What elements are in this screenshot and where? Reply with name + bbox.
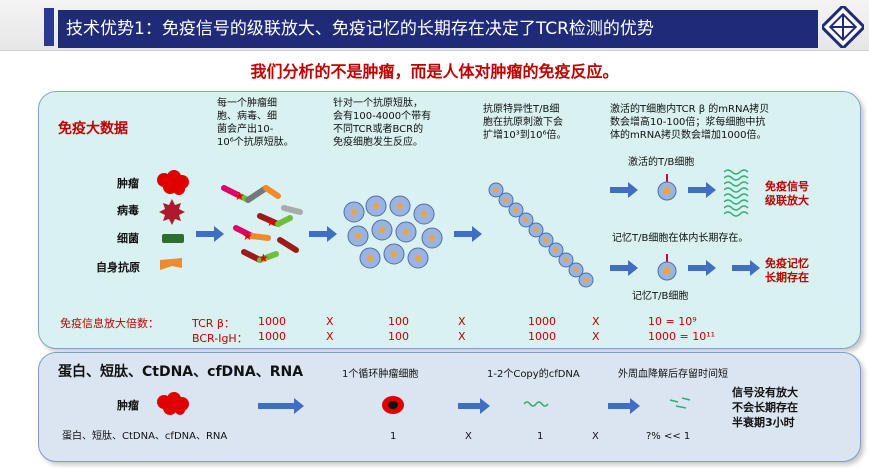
x-mark: X [326,330,334,343]
expanded-cells [488,182,594,288]
subtitle: 我们分析的不是肿瘤，而是人体对肿瘤的免疫反应。 [250,62,619,81]
x-mark: X [465,431,472,442]
arrow-icon [610,182,638,198]
step2-text: 针对一个抗原短肽，会有100-4000个带有不同TCR或者BCR的免疫细胞发生反… [333,98,432,148]
row-tcr-name: TCR β： [192,317,235,330]
page-title: 技术优势1：免疫信号的级联放大、免疫记忆的长期存在决定了TCR检测的优势 [58,10,818,48]
source-bacteria-label: 细菌 [117,232,139,245]
bacteria-icon [162,234,184,243]
ctc-label: 1个循环肿瘤细胞 [342,369,419,380]
tumor-icon [157,392,189,415]
cfdna-label: 1-2个Copy的cfDNA [487,369,580,380]
dna-heading: 蛋白、短肽、CtDNA、cfDNA、RNA [58,364,304,380]
arrow-icon [258,398,304,414]
bottom-v1: 1 [390,431,397,442]
bottom-v2: 1 [537,431,544,442]
arrow-icon [610,260,638,276]
step1-text: 每一个肿瘤细胞、病毒、细菌会产出10-10⁶个抗原短肽。 [217,98,294,148]
arrow-icon [458,398,490,414]
source-virus-label: 病毒 [117,204,139,217]
outcome-amplification: 免疫信号级联放大 [765,180,809,207]
peptides-illustration: ★ ★ ★ ★ [221,185,303,265]
x-mark: X [592,431,599,442]
bottom-row-name: 蛋白、短肽、CtDNA、cfDNA、RNA [62,431,228,442]
arrow-icon [688,260,716,276]
bottom-v3: ?% << 1 [646,431,691,442]
row-tcr-v1: 1000 [258,315,286,328]
x-mark: X [592,315,600,328]
memory-persistence-label: 记忆T/B细胞在体内长期存在。 [612,233,749,244]
step3-text: 抗原特异性T/B细胞在抗原刺激下会扩增10³到10⁶倍。 [483,104,567,141]
source-tumor-label: 肿瘤 [117,177,139,190]
no-amplification-note: 信号没有放大不会长期存在半衰期3小时 [732,386,798,429]
dna-source-tumor-label: 肿瘤 [117,399,139,412]
row-bcr-v1: 1000 [258,330,286,343]
x-mark: X [458,315,466,328]
svg-text:★: ★ [234,189,245,203]
x-mark: X [326,315,334,328]
row-tcr-v2: 100 [388,315,409,328]
outcome-memory: 免疫记忆长期存在 [765,257,809,284]
immune-cells-cluster [343,195,443,269]
virus-icon [159,199,185,225]
x-mark: X [458,330,466,343]
self-antigen-icon [160,258,182,270]
row-tcr-v3: 1000 [528,315,556,328]
row-bcr-name: BCR-IgH： [192,332,248,345]
logo-icon [822,6,864,48]
ctc-cell-icon [382,396,404,414]
memory-cell-label: 记忆T/B细胞 [632,291,689,302]
activated-cell-icon [657,174,677,201]
source-icons [157,170,189,270]
cfdna-fragment-icon [523,401,549,407]
row-tcr-result: 10 = 10⁹ [648,315,697,328]
arrow-icon [454,226,482,242]
degraded-fragments-icon [669,397,691,409]
svg-text:★: ★ [266,215,277,229]
arrow-icon [608,398,640,414]
arrow-icon [309,226,337,242]
amplification-label: 免疫信息放大倍数： [60,317,159,330]
title-accent [44,8,54,46]
source-self-antigen-label: 自身抗原 [96,261,140,274]
arrow-icon [196,226,224,242]
tumor-icon [157,170,189,195]
row-bcr-result: 1000 = 10¹¹ [648,330,716,343]
mrna-waves-icon [724,169,749,217]
step4-text: 激活的T细胞内TCR β 的mRNA拷贝数会增高10-100倍；浆每细胞中抗体的… [610,104,770,141]
memory-cell-icon [657,254,677,281]
svg-text:★: ★ [242,229,253,243]
x-mark: X [592,330,600,343]
immune-heading: 免疫大数据 [58,121,128,137]
row-bcr-v2: 100 [388,330,409,343]
arrow-icon [732,260,760,276]
row-bcr-v3: 1000 [528,330,556,343]
arrow-icon [688,182,716,198]
degradation-label: 外周血降解后存留时间短 [618,369,728,380]
immune-panel [38,91,861,349]
svg-text:★: ★ [258,251,269,265]
activated-label: 激活的T/B细胞 [628,157,695,168]
